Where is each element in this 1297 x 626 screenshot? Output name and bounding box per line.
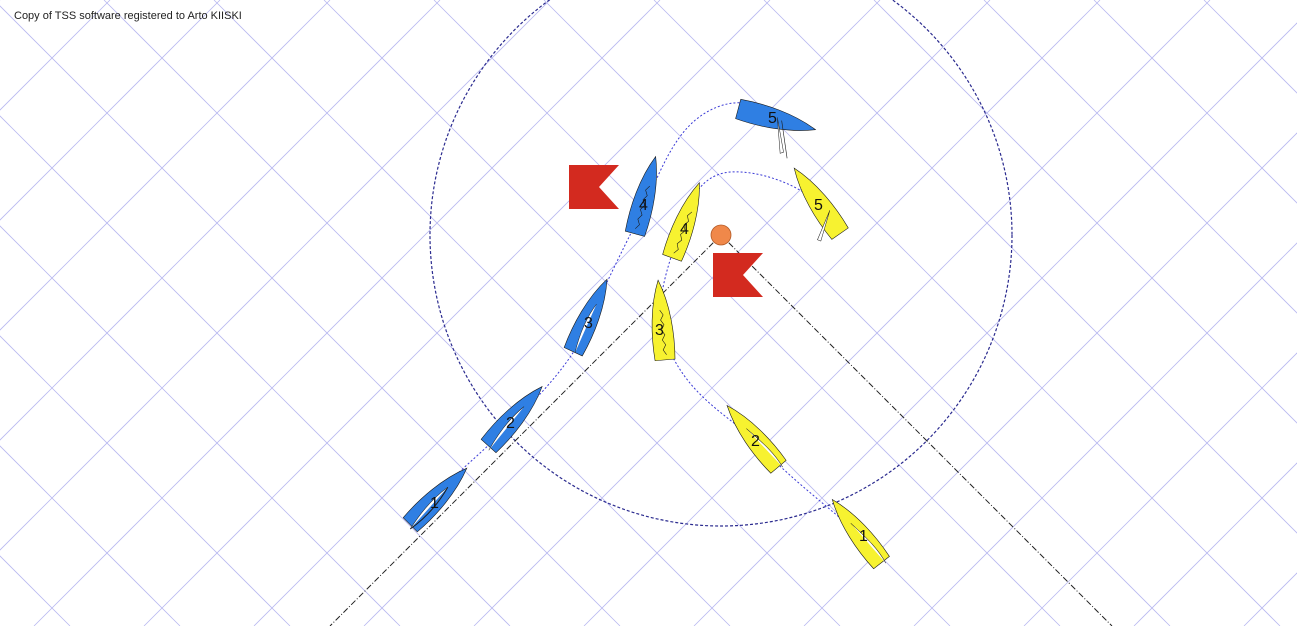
grid-line-up-7 — [144, 0, 770, 626]
grid-line-up-9 — [364, 0, 990, 626]
grid-line-down-15 — [984, 0, 1297, 626]
grid-line-down-3 — [0, 0, 290, 626]
license-notice: Copy of TSS software registered to Arto … — [14, 10, 242, 22]
blue-boat-position-5 — [729, 99, 818, 164]
grid-line-up-14 — [914, 0, 1297, 626]
grid-line-down-16 — [1094, 0, 1297, 626]
yellow-boat-position-5 — [776, 162, 849, 246]
grid-line-up-15 — [1024, 0, 1297, 626]
red-flag-icon-blue-boat — [569, 165, 619, 209]
blue-boat-label-4: 4 — [639, 197, 648, 214]
blue-boat-label-3: 3 — [584, 315, 593, 332]
grid-line-up-2 — [0, 0, 220, 626]
yellow-boat-position-3 — [647, 279, 675, 361]
grid-line-down-10 — [434, 0, 1060, 626]
blue-boat-label-2: 2 — [506, 415, 515, 432]
yellow-boat-label-5: 5 — [814, 197, 823, 214]
yellow-boat-label-3: 3 — [655, 322, 664, 339]
blue-boat-position-4 — [625, 154, 666, 237]
red-flag-icon-yellow-boat — [713, 253, 763, 297]
yellow-boat-position-1 — [824, 493, 892, 572]
grid-line-up-5 — [0, 0, 550, 626]
mark-icon — [711, 225, 731, 245]
yellow-boat-label-2: 2 — [751, 433, 760, 450]
grid-line-down-8 — [214, 0, 840, 626]
grid-line-up-13 — [804, 0, 1297, 626]
grid-line-down-2 — [0, 0, 180, 626]
grid-line-down-12 — [654, 0, 1280, 626]
grid-line-down-5 — [0, 0, 510, 626]
grid-line-down-4 — [0, 0, 400, 626]
blue-boat-label-5: 5 — [768, 110, 777, 127]
grid-line-up-4 — [0, 0, 440, 626]
grid-line-up-12 — [694, 0, 1297, 626]
grid-line-up-16 — [1134, 0, 1297, 626]
yellow-boat-label-1: 1 — [859, 528, 868, 545]
grid-line-down-13 — [764, 0, 1297, 626]
grid-line-down-7 — [104, 0, 730, 626]
grid-line-up-10 — [474, 0, 1100, 626]
yellow-boat-label-4: 4 — [680, 221, 689, 238]
grid-line-up-3 — [0, 0, 330, 626]
grid-line-up-8 — [254, 0, 880, 626]
grid-line-up-11 — [584, 0, 1210, 626]
grid-line-down-14 — [874, 0, 1297, 626]
grid-line-up-6 — [34, 0, 660, 626]
blue-boat-label-1: 1 — [430, 495, 439, 512]
grid-line-up-17 — [1244, 0, 1297, 626]
grid-line-down-17 — [1204, 0, 1297, 626]
yellow-boat: 1 2 3 4 5 — [647, 162, 891, 572]
grid-line-down-1 — [0, 0, 70, 626]
